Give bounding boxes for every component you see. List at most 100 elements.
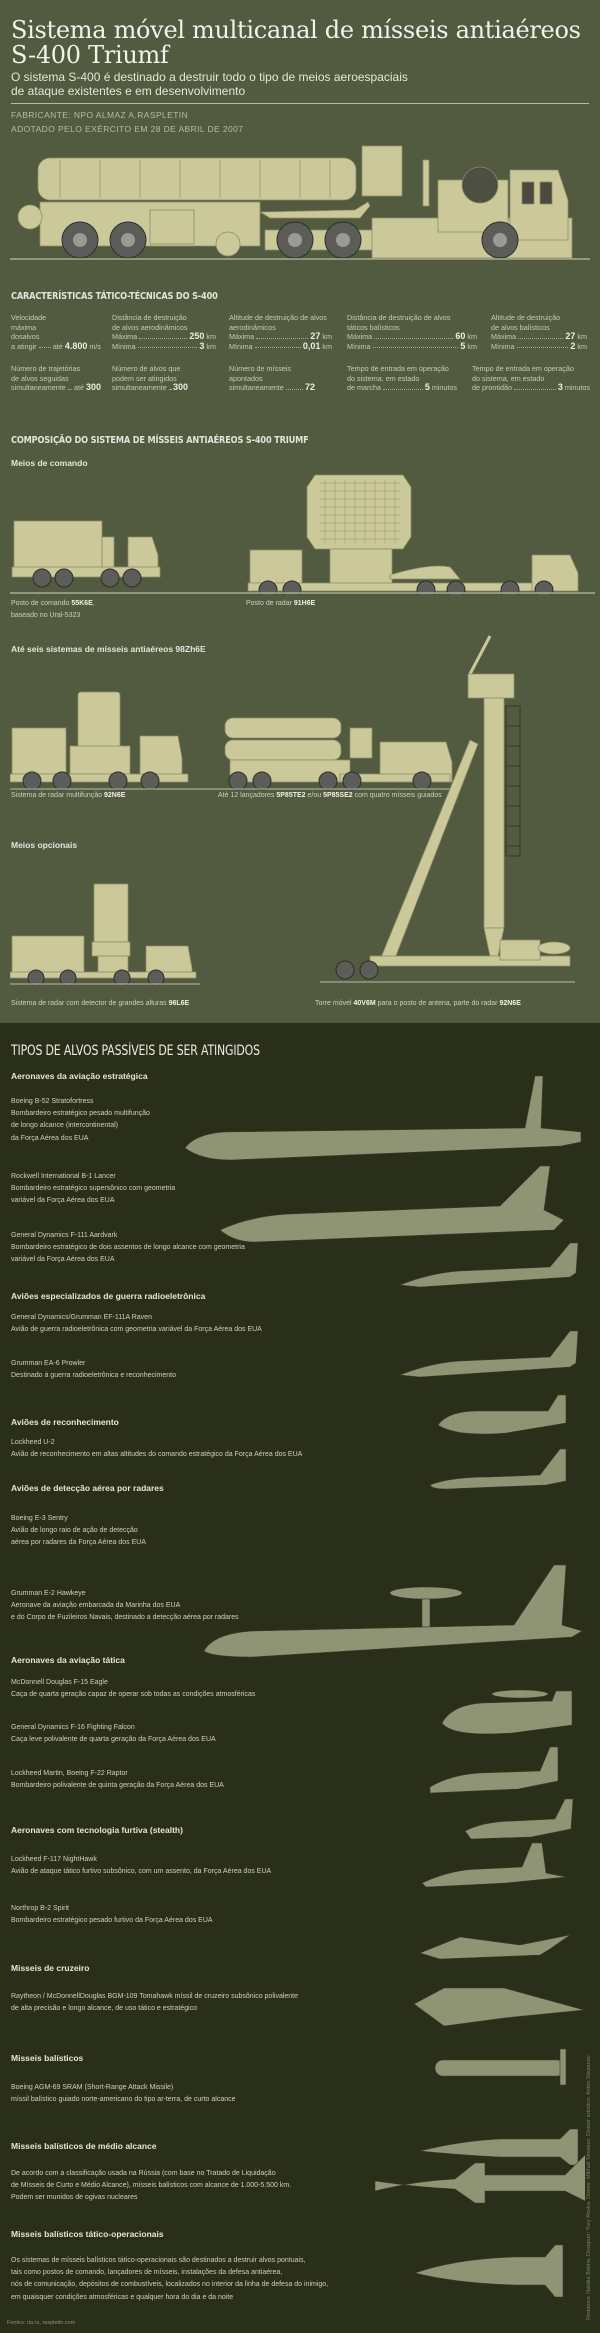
spec-label: táticos balísticos bbox=[347, 322, 400, 332]
caption-text: Sistema de radar multifunção bbox=[11, 792, 104, 799]
target-desc: em quaisquer condições atmosféricas e qu… bbox=[11, 2293, 234, 2301]
targets-heading: TIPOS DE ALVOS PASSÍVEIS DE SER ATINGIDO… bbox=[11, 1043, 260, 1059]
e2-silhouette bbox=[441, 1690, 573, 1735]
spec-value: 0,01 bbox=[302, 340, 321, 351]
spec-unit: m/s bbox=[89, 341, 101, 351]
target-desc: Avião de guerra radioeletrônica com geom… bbox=[11, 1326, 262, 1334]
mobile-tower-illustration bbox=[320, 635, 575, 983]
caption-launchers: Até 12 lançadores 5P85TE2 e/ou 5P85SE2 c… bbox=[218, 792, 442, 799]
tomahawk-silhouette bbox=[434, 2059, 566, 2077]
target-tactical-operational: Os sistemas de mísseis balísticos tático… bbox=[11, 2255, 328, 2304]
spec-label: apontados bbox=[229, 373, 263, 383]
spec-value: 300 bbox=[172, 382, 188, 393]
target-desc: e do Corpo de Fuzileiros Navais, destina… bbox=[11, 1614, 239, 1622]
command-vehicles-illustration bbox=[10, 474, 595, 595]
tactical-missile-silhouette bbox=[413, 2244, 564, 2298]
spec-deploy-march: Tempo de entrada em operação do sistema,… bbox=[347, 364, 457, 393]
sources-label: Fontes: ria.ru, raspletin.com bbox=[7, 2320, 76, 2326]
spec-label: máxima bbox=[11, 322, 37, 332]
target-b52: Boeing B-52 Stratofortress Bombardeiro e… bbox=[11, 1096, 150, 1145]
high-altitude-radar-illustration bbox=[10, 883, 200, 985]
targets-section: TIPOS DE ALVOS PASSÍVEIS DE SER ATINGIDO… bbox=[0, 1023, 600, 2333]
target-name: McDonnell Douglas F-15 Eagle bbox=[11, 1679, 108, 1686]
spec-unit: km bbox=[467, 341, 477, 351]
system-section: Sistema móvel multicanal de mísseis anti… bbox=[0, 0, 600, 1023]
target-name: General Dynamics/Grumman EF-111A Raven bbox=[11, 1314, 152, 1321]
caption-text: Até 12 lançadores bbox=[218, 792, 277, 799]
caption-code: 55K6E bbox=[71, 600, 93, 607]
target-tomahawk: Raytheon / McDonnellDouglas BGM-109 Toma… bbox=[11, 1991, 298, 2015]
spec-value: 300 bbox=[85, 382, 101, 393]
group-heading: Aeronaves da aviação tática bbox=[11, 1655, 125, 1665]
f15-silhouette bbox=[429, 1746, 559, 1794]
target-desc: Bombardeiro estratégico pesado multifunç… bbox=[11, 1110, 150, 1118]
caption-code: 5P85TE2 bbox=[276, 792, 306, 799]
spec-label: Velocidade bbox=[11, 313, 47, 322]
spec-key: de marcha bbox=[347, 383, 381, 393]
target-desc: Caça leve polivalente de quarta geração … bbox=[11, 1736, 216, 1744]
manufacturer-label: FABRICANTE: NPO ALMAZ A.RASPLETIN bbox=[11, 110, 189, 120]
spec-label: de alvos seguidas bbox=[11, 373, 69, 383]
f111-silhouette bbox=[399, 1242, 579, 1288]
u2-silhouette bbox=[429, 1448, 567, 1490]
spec-row: simultaneamente 300 bbox=[112, 383, 188, 393]
f16-silhouette bbox=[464, 1798, 574, 1840]
spec-engaged-targets: Número de alvos que podem ser atingidos … bbox=[112, 364, 188, 393]
target-ef111: General Dynamics/Grumman EF-111A Raven A… bbox=[11, 1312, 262, 1336]
spec-tracked-targets: Número de trajetórias de alvos seguidas … bbox=[11, 364, 101, 393]
subtitle-line-2: de ataque existentes e em desenvolviment… bbox=[11, 84, 246, 98]
spec-value: 72 bbox=[304, 382, 315, 393]
spec-aero-altitude: Altitude de destruição de alvos aerodinâ… bbox=[229, 313, 332, 351]
spec-key: de prontidão bbox=[472, 383, 512, 393]
credits-text: Redatora: Natália Betina. Designer: Yury… bbox=[586, 2055, 592, 2320]
group-heading: Aviões de reconhecimento bbox=[11, 1417, 119, 1427]
target-f16: General Dynamics F-16 Fighting Falcon Ca… bbox=[11, 1722, 216, 1746]
target-name: Lockheed Martin, Boeing F-22 Raptor bbox=[11, 1770, 128, 1777]
spec-label: Número de alvos que bbox=[112, 364, 181, 373]
spec-label: de alvos aerodinâmicos bbox=[112, 322, 188, 332]
radar-and-launcher-illustration bbox=[10, 691, 460, 790]
caption-text: Posto de comando bbox=[11, 600, 72, 607]
adopted-date-label: ADOTADO PELO EXÉRCITO EM 28 DE ABRIL DE … bbox=[11, 124, 244, 134]
target-desc: Podem ser munidos de ogivas nucleares bbox=[11, 2194, 138, 2202]
e3-radome bbox=[389, 1586, 463, 1600]
target-desc: Aeronave da aviação embarcada da Marinha… bbox=[11, 1602, 181, 1610]
spec-key: simultaneamente bbox=[112, 383, 167, 393]
spec-key: simultaneamente bbox=[229, 383, 284, 393]
target-name: General Dynamics F-111 Aardvark bbox=[11, 1232, 118, 1239]
composition-heading: COMPOSIÇÃO DO SISTEMA DE MÍSSEIS ANTIAÉR… bbox=[11, 435, 309, 446]
spec-key: Máxima bbox=[347, 332, 373, 342]
spec-value: 5 bbox=[424, 382, 430, 393]
target-name: Rockwell International B-1 Lancer bbox=[11, 1173, 116, 1180]
caption-code: 91H6E bbox=[293, 600, 316, 607]
command-means-heading: Meios de comando bbox=[11, 458, 88, 468]
spec-key: Máxima bbox=[112, 332, 138, 342]
spec-row: de marcha 5 minutos bbox=[347, 383, 457, 393]
spec-label: Distância de destruição bbox=[112, 313, 187, 322]
b52-silhouette bbox=[184, 1075, 582, 1161]
ea6-silhouette bbox=[437, 1394, 567, 1435]
target-name: Lockheed U-2 bbox=[11, 1439, 55, 1446]
spec-value: 27 bbox=[310, 331, 321, 342]
target-name: Boeing B-52 Stratofortress bbox=[11, 1098, 94, 1105]
group-heading: Misseis de cruzeiro bbox=[11, 1963, 90, 1973]
title-line-1: Sistema móvel multicanal de mísseis anti… bbox=[11, 16, 581, 44]
caption-text: Torre móvel bbox=[315, 1000, 354, 1007]
target-f117: Lockheed F-117 NightHawk Avião de ataque… bbox=[11, 1854, 271, 1878]
spec-unit: minutos bbox=[431, 383, 457, 393]
target-name: General Dynamics F-16 Fighting Falcon bbox=[11, 1724, 135, 1731]
target-desc: de longo alcance (intercontinental) bbox=[11, 1122, 119, 1130]
target-desc: tais como postos de comando, lançadores … bbox=[11, 2269, 283, 2277]
f117-silhouette bbox=[419, 1934, 571, 1960]
target-desc: Bombardeiro estratégico supersônico com … bbox=[11, 1185, 176, 1193]
ef111-silhouette bbox=[399, 1330, 579, 1378]
page-title: Sistema móvel multicanal de mísseis anti… bbox=[11, 18, 581, 68]
subtitle-line-1: O sistema S-400 é destinado a destruir t… bbox=[11, 70, 408, 84]
spec-value: 27 bbox=[565, 331, 576, 342]
target-desc: Raytheon / McDonnellDouglas BGM-109 Toma… bbox=[11, 1993, 299, 2000]
target-desc: aérea por radares da Força Aérea dos EUA bbox=[11, 1539, 147, 1547]
target-desc: nós de comunicação, depósitos de combust… bbox=[11, 2281, 329, 2289]
